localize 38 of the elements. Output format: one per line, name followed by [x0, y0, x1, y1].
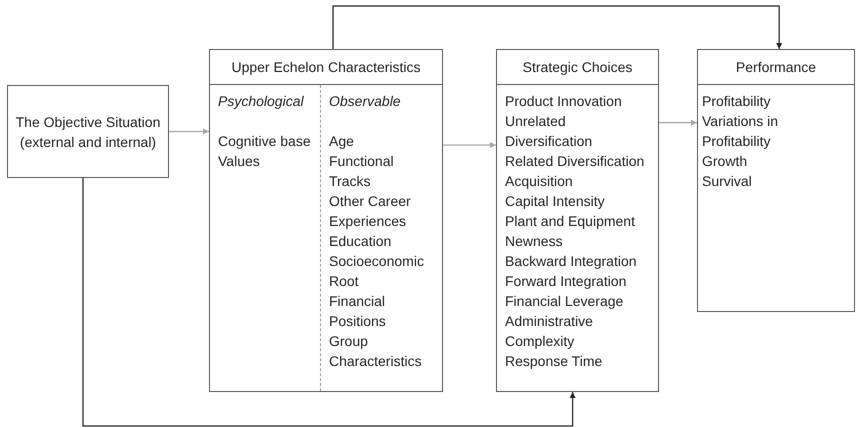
list-item: Acquisition [505, 172, 574, 191]
list-item: Variations in Profitability [702, 112, 780, 151]
box-text: The Objective Situation (external and internal) [14, 112, 162, 152]
list-item: Cognitive base [218, 132, 312, 151]
arrow [659, 120, 697, 126]
list-item: Product Innovation [505, 92, 623, 111]
list-item: Plant and Equipment Newness [505, 212, 636, 251]
column-heading: Psychological [218, 92, 305, 111]
list-item: Functional Tracks [329, 152, 395, 191]
arrow [332, 5, 782, 49]
arrow [443, 142, 496, 148]
list-item: Financial Positions [329, 292, 387, 331]
list-item: Capital Intensity [505, 192, 606, 211]
category-box [697, 49, 855, 312]
list-item: Values [218, 152, 261, 171]
list-item: Profitability [702, 92, 772, 111]
list-item: Other Career Experiences [329, 192, 412, 231]
list-item: Related Diversification [505, 152, 646, 171]
box-heading: Strategic Choices [497, 50, 658, 85]
list-item: Socioeconomic Root [329, 252, 425, 291]
list-item: Financial Leverage [505, 292, 624, 311]
arrow [82, 178, 576, 427]
characteristics-box [209, 49, 443, 392]
list-item: Forward Integration [505, 272, 628, 291]
arrow [169, 128, 209, 134]
list-item: Survival [702, 172, 753, 191]
list-item: Age [329, 132, 355, 151]
box-heading: Performance [698, 50, 854, 85]
list-item: Administrative Complexity [505, 312, 594, 351]
list-item: Growth [702, 152, 748, 171]
situation-box [7, 85, 169, 178]
list-item: Group Characteristics [329, 332, 423, 371]
column-heading: Observable [329, 92, 402, 111]
category-box [496, 49, 659, 392]
list-item: Response Time [505, 352, 604, 371]
list-item: Backward Integration [505, 252, 638, 271]
list-item: Education [329, 232, 392, 251]
list-item: Unrelated Diversification [505, 112, 594, 151]
